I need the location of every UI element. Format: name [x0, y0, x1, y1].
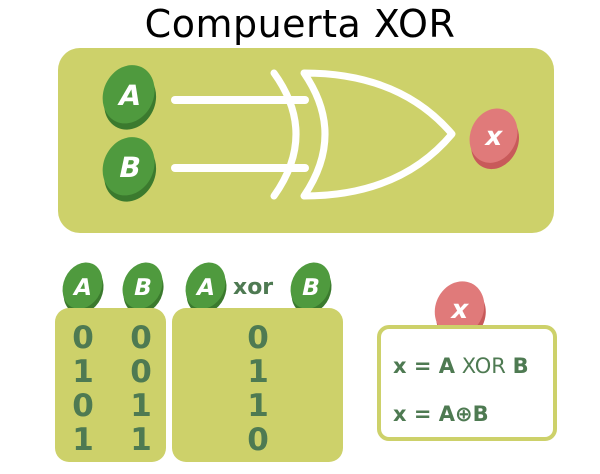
output-column-box	[172, 308, 343, 462]
bit-cell: 1	[130, 388, 152, 424]
or-gate-body	[300, 69, 456, 200]
formula-op: XOR	[461, 354, 506, 378]
header-out-a-icon: A	[185, 262, 227, 314]
bit-cell: 1	[247, 354, 269, 390]
bit-cell: 0	[247, 320, 269, 356]
formula-rhs: B	[512, 354, 529, 378]
header-a-icon: A	[62, 262, 104, 314]
bit-cell: 1	[130, 422, 152, 458]
xor-input-curve	[270, 69, 300, 200]
bit-cell: 1	[247, 388, 269, 424]
bit-cell: 0	[247, 422, 269, 458]
badge-b-icon: B	[102, 137, 157, 202]
header-out-a-label: A	[194, 274, 217, 301]
formula-lhs: x = A	[393, 354, 456, 378]
output-x-label: x	[482, 122, 505, 152]
bit-cell: 0	[130, 354, 152, 390]
badge-a-icon: A	[102, 65, 157, 130]
formula-xor: x = A XOR B	[393, 354, 529, 378]
formula-oplus-text: x = A⊕B	[393, 402, 489, 426]
page-title: Compuerta XOR	[144, 2, 456, 46]
bit-cell: 0	[72, 320, 94, 356]
bit-cell: 0	[72, 388, 94, 424]
header-b-label: B	[131, 274, 154, 301]
bit-cell: 1	[72, 354, 94, 390]
formula-x-label: x	[448, 295, 471, 325]
header-out-b-label: B	[299, 274, 322, 301]
header-a-label: A	[71, 274, 94, 301]
formula-box: x = A XOR B x = A⊕B	[377, 325, 557, 441]
header-b-icon: B	[122, 262, 164, 314]
bit-cell: 1	[72, 422, 94, 458]
header-out-b-icon: B	[290, 262, 332, 314]
inputs-column-box	[55, 308, 166, 462]
xor-label: xor	[233, 275, 274, 300]
bit-cell: 0	[130, 320, 152, 356]
output-x-icon: x	[469, 108, 519, 170]
formula-oplus: x = A⊕B	[393, 402, 489, 426]
